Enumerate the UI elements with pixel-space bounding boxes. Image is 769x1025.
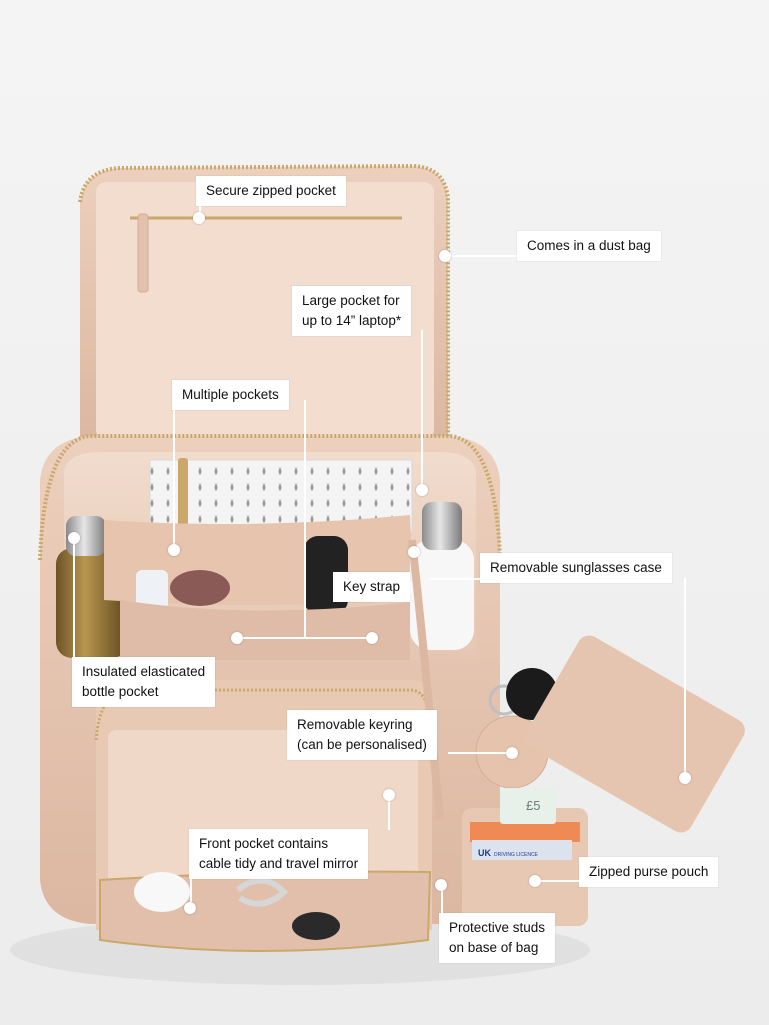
callout-sunglasses-case: Removable sunglasses case [480,553,672,583]
callout-text-line1: Protective studs [449,920,546,935]
purse-pouch: UK DRIVING LICENCE £5 [462,788,588,926]
small-tube [136,570,168,610]
scrunchie [170,570,230,606]
connector-multiple-pockets-right [304,400,306,638]
card-licence-text: DRIVING LICENCE [494,852,539,858]
callout-bottle-pocket: Insulated elasticated bottle pocket [72,657,216,707]
elastic-pocket [120,600,410,660]
callout-secure-zipped-pocket: Secure zipped pocket [196,176,346,206]
callout-text-line2: (can be personalised) [297,737,427,752]
note-value-text: £5 [526,798,540,813]
connector-front-pocket-v [190,868,192,908]
connector-sunglasses-h [430,578,486,580]
lid-inner-panel [96,182,434,440]
connector-dust-bag [445,255,520,257]
callout-front-pocket: Front pocket contains cable tidy and tra… [189,829,369,879]
callout-text: Removable sunglasses case [490,560,662,575]
key-strap [408,539,444,821]
card-uk-text: UK [478,848,491,858]
callout-text: Key strap [343,579,401,594]
sunglasses-case [506,635,745,833]
connector-purse-pouch [535,880,583,882]
connector-studs [441,885,443,915]
connector-key-strap [410,582,412,594]
callout-keyring: Removable keyring (can be personalised) [287,710,437,760]
lid-zip-pull [137,213,149,293]
callout-text: Multiple pockets [182,387,279,402]
connector-keyring [448,752,512,754]
connector-large-pocket [421,330,423,490]
hotspot-secure-pocket[interactable] [193,212,205,224]
cable-tidy [292,912,340,940]
callout-dust-bag: Comes in a dust bag [517,231,661,261]
callout-text-line1: Large pocket for [302,293,400,308]
connector-bottle-pocket [73,540,75,660]
callout-text-line1: Front pocket contains [199,836,329,851]
hotspot-purse-pouch[interactable] [529,875,541,887]
callout-text-line1: Removable keyring [297,717,413,732]
callout-large-pocket: Large pocket for up to 14” laptop* [292,286,412,336]
connector-sunglasses-v [684,578,686,776]
hotspot-dust-bag[interactable] [439,250,451,262]
lid-zip [78,163,450,440]
pen [178,458,188,530]
callout-text: Zipped purse pouch [589,864,709,879]
hotspot-key-strap[interactable] [408,546,420,558]
hotspot-keyring[interactable] [506,747,518,759]
hotspot-multiple-pockets-left[interactable] [168,544,180,556]
hotspot-multiple-pockets-mid[interactable] [231,632,243,644]
white-bottle [410,502,474,650]
connector-multiple-pockets-bottom [237,637,372,639]
callout-purse-pouch: Zipped purse pouch [579,857,719,887]
callout-studs: Protective studs on base of bag [439,913,556,963]
body-zip [38,434,502,561]
hotspot-multiple-pockets-right[interactable] [366,632,378,644]
callout-key-strap: Key strap [333,572,411,602]
travel-mirror [134,872,190,912]
hotspot-studs[interactable] [435,879,447,891]
callout-text-line1: Insulated elasticated [82,664,206,679]
hotspot-front-pocket-mirror[interactable] [184,902,196,914]
callout-multiple-pockets: Multiple pockets [172,380,289,410]
connector-front-pocket-h [388,792,390,830]
hotspot-bottle-pocket[interactable] [68,532,80,544]
callout-text-line2: on base of bag [449,940,539,955]
cable [236,877,289,907]
hotspot-large-pocket[interactable] [416,484,428,496]
hotspot-front-pocket-cable[interactable] [383,789,395,801]
callout-text: Secure zipped pocket [206,183,336,198]
callout-text-line2: up to 14” laptop* [302,313,402,328]
callout-text-line2: bottle pocket [82,684,159,699]
connector-multiple-pockets-left [173,400,175,550]
callout-text: Comes in a dust bag [527,238,651,253]
hotspot-sunglasses-case[interactable] [679,772,691,784]
connector-secure-pocket [199,201,201,218]
callout-text-line2: cable tidy and travel mirror [199,856,359,871]
